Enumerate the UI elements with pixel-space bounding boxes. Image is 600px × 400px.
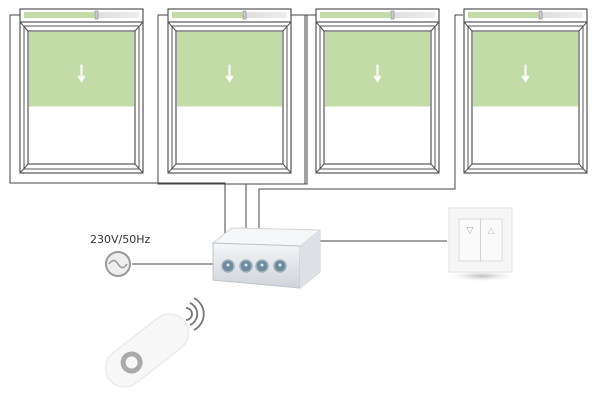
blind-motor-bar: [468, 12, 583, 18]
motor-marker: [242, 10, 247, 20]
wire-window-2: [157, 14, 308, 185]
window-4: [463, 8, 588, 174]
switch-down-button[interactable]: ▽: [467, 226, 474, 236]
window-1: [19, 8, 144, 174]
motor-marker: [94, 10, 99, 20]
power-source-icon: [105, 251, 131, 277]
blind-motor-bar: [24, 12, 139, 18]
arrow-down-icon: [373, 64, 382, 83]
power-label: 230V/50Hz: [90, 233, 151, 246]
window-2: [167, 8, 292, 174]
motor-marker: [538, 10, 543, 20]
control-box: [211, 227, 322, 289]
blind-motor-bar: [172, 12, 287, 18]
wall-switch[interactable]: ▽ △: [444, 207, 520, 282]
wire-window-4: [258, 14, 463, 264]
wireless-signal-icon: [185, 297, 205, 331]
motor-marker: [390, 10, 395, 20]
switch-up-button[interactable]: △: [488, 226, 495, 236]
wire-window-1: [9, 14, 226, 264]
arrow-down-icon: [77, 64, 86, 83]
remote-control[interactable]: [98, 306, 196, 394]
arrow-down-icon: [225, 64, 234, 83]
wire-window-3: [304, 14, 316, 184]
window-3: [315, 8, 440, 174]
blind-motor-bar: [320, 12, 435, 18]
arrow-down-icon: [521, 64, 530, 83]
